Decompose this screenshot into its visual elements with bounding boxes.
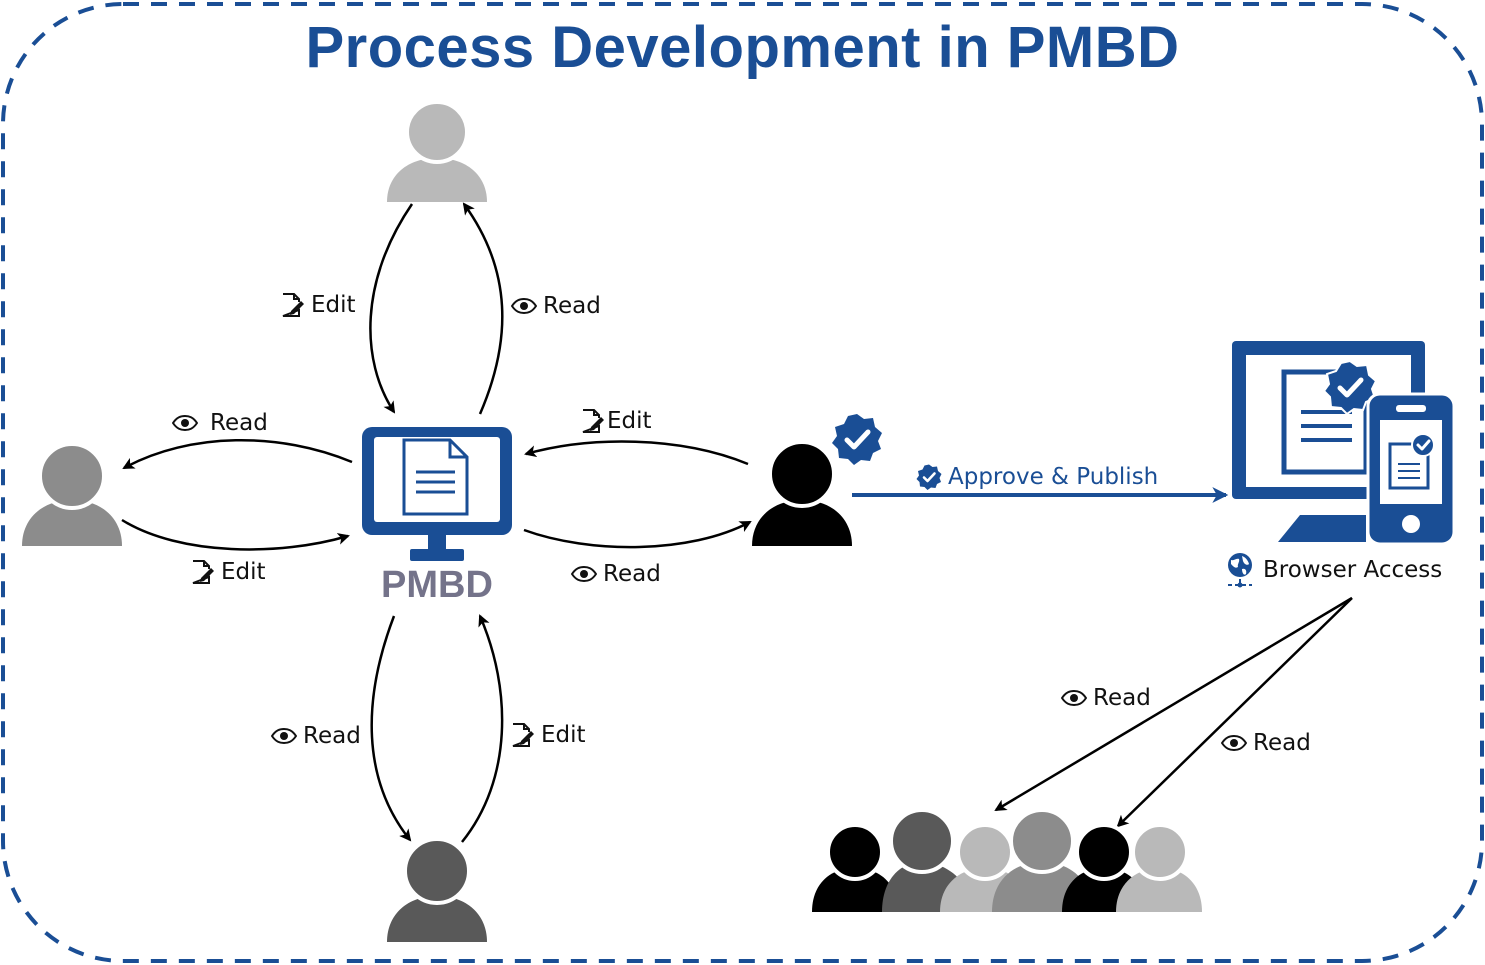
eye-icon [172,415,198,431]
label-text: Read [210,410,268,436]
edit-document-icon [582,409,604,433]
diagram-title: Process Development in PMBD [305,15,1180,80]
arrow-right-edit [524,440,749,466]
label-text: Edit [541,722,586,748]
label-browser-access: Browser Access [1225,552,1442,588]
arrow-top-read [462,202,504,415]
eye-icon [571,566,597,582]
verified-badge-icon [832,414,882,465]
arrow-audience-read-2 [1116,597,1353,828]
label-audience-read-2: Read [1221,730,1311,756]
arrow-right-read [523,520,752,549]
eye-icon [1061,690,1087,706]
arrow-bottom-edit [461,614,504,843]
label-text: Browser Access [1263,557,1443,583]
edit-document-icon [282,293,304,317]
label-approve-publish: Approve & Publish [916,464,1158,490]
label-text: Read [1093,685,1151,711]
label-left-read: Read [172,410,268,436]
pmbd-label: PMBD [381,564,493,606]
arrow-audience-read-1 [994,596,1353,812]
globe-icon [1228,553,1252,588]
label-text: Edit [607,408,652,434]
arrow-left-edit [121,518,350,551]
arrow-top-edit [369,203,414,414]
label-text: Read [303,723,361,749]
label-text: Read [1253,730,1311,756]
group-users-icon [812,808,1202,912]
label-text: Read [543,293,601,319]
eye-icon [511,298,537,314]
user-icon-left [22,442,122,546]
user-icon-top [387,100,487,202]
verified-badge-icon [916,464,942,490]
label-text: Edit [311,292,356,318]
label-left-edit: Edit [191,559,266,585]
label-audience-read-1: Read [1061,685,1151,711]
label-right-read: Read [571,561,661,587]
desktop-mobile-icon [1232,341,1456,546]
monitor-document-icon [362,427,512,561]
user-icon-approver [752,440,852,546]
label-bottom-read: Read [271,723,361,749]
arrow-bottom-read [370,615,412,842]
eye-icon [271,728,297,744]
eye-icon [1221,735,1247,751]
edit-document-icon [512,723,534,747]
edit-document-icon [192,560,214,584]
label-bottom-edit: Edit [511,722,586,748]
label-top-read: Read [511,293,601,319]
label-text: Approve & Publish [948,464,1159,490]
label-text: Read [603,561,661,587]
label-text: Edit [221,559,266,585]
user-icon-bottom [387,837,487,942]
arrow-left-read [122,439,353,470]
label-right-edit: Edit [581,408,652,434]
label-top-edit: Edit [281,292,356,318]
